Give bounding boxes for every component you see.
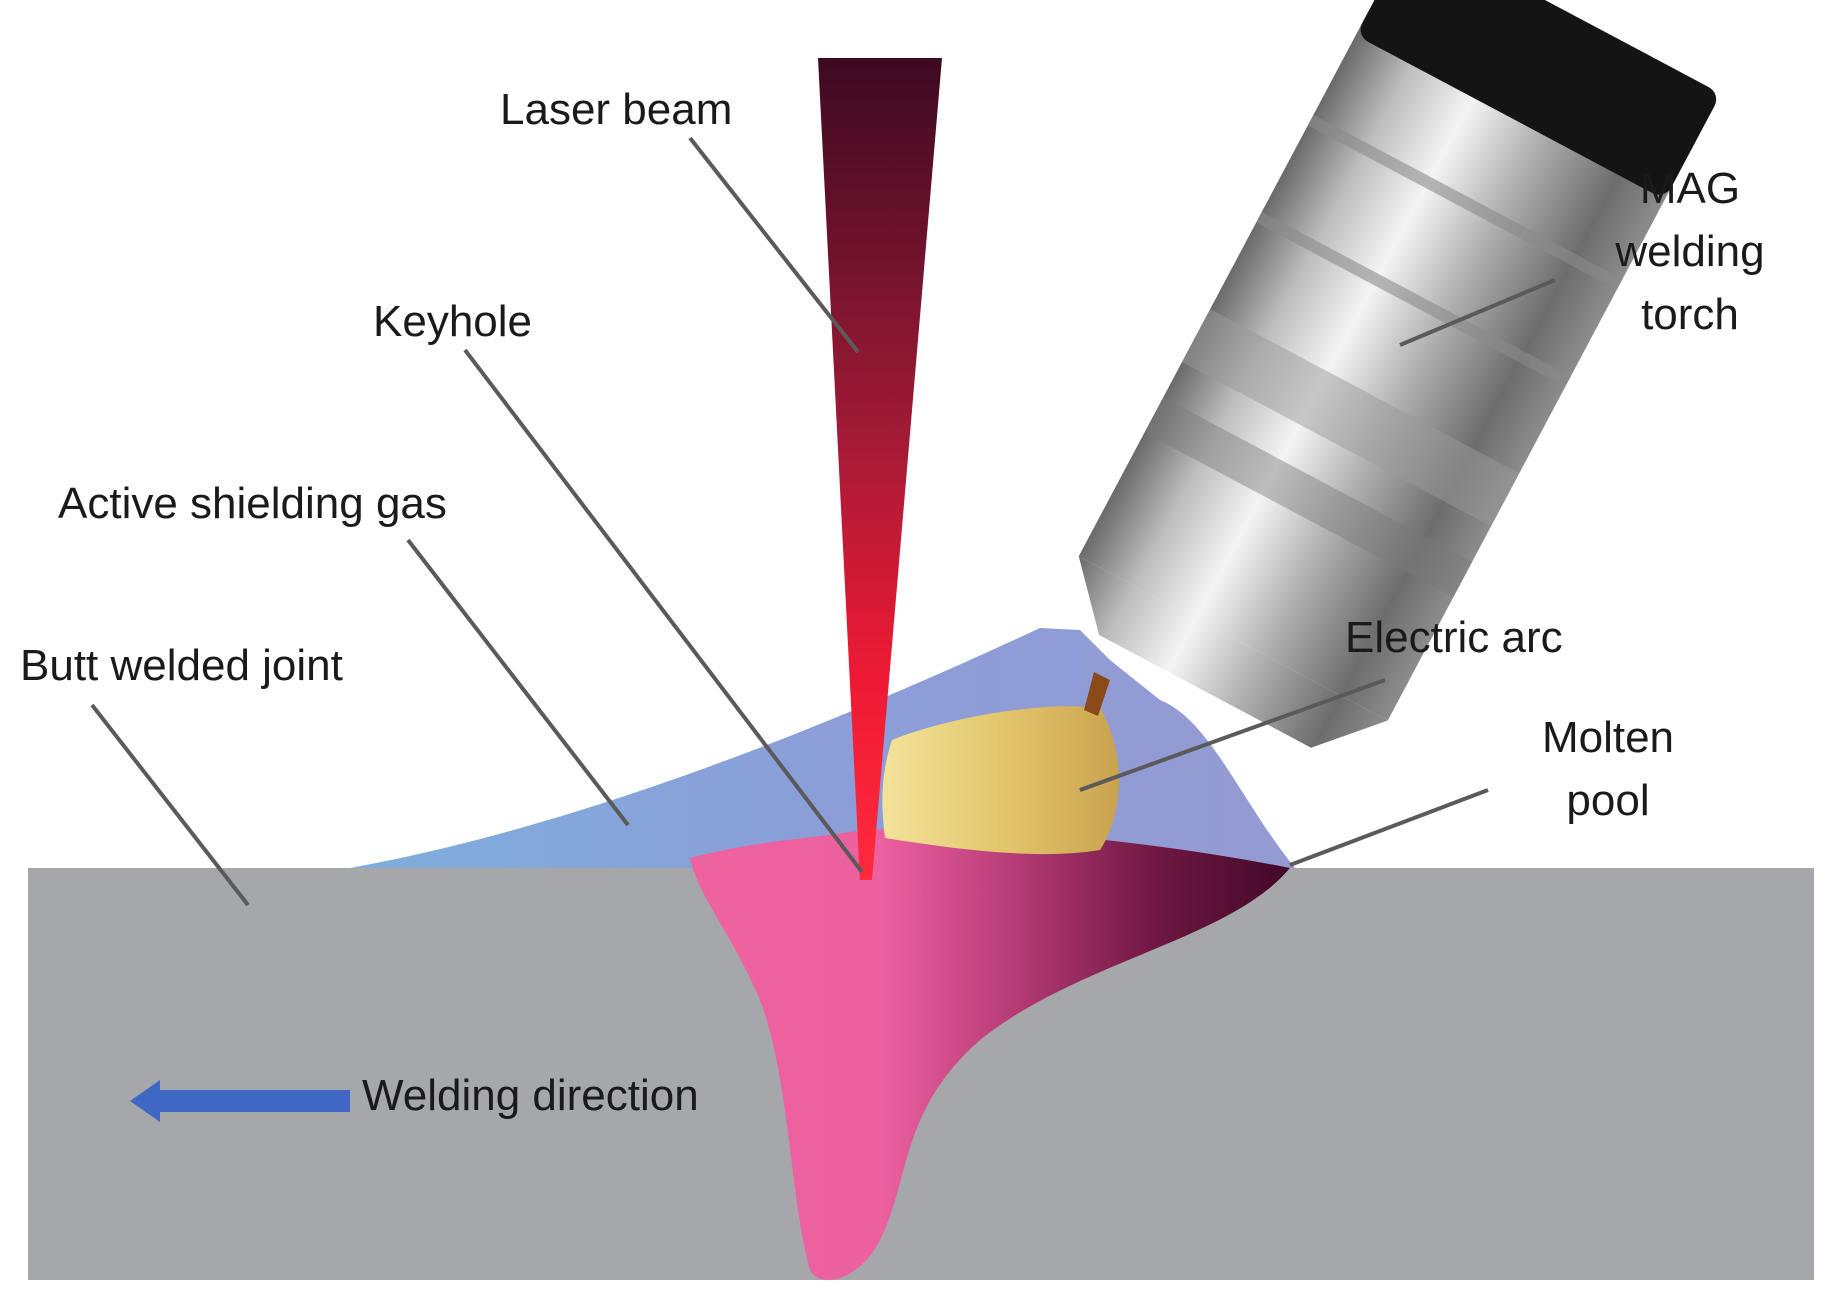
laser-beam-label: Laser beam [500,85,732,134]
electric-arc-leader [1079,678,1386,792]
molten-pool-leader [1289,788,1489,867]
welding-direction-label: Welding direction [362,1071,699,1120]
mag-torch-label-line3: torch [1641,290,1739,339]
shielding-gas-label: Active shielding gas [58,479,447,528]
butt-joint-leader [90,703,250,907]
mag-torch-leader [1399,278,1556,347]
molten-pool-label-line1: Molten [1542,713,1674,762]
mag-torch-label-line1: MAG [1640,164,1740,213]
molten-pool-label-line2: pool [1566,776,1649,825]
mag-torch-label-line2: welding [1614,227,1764,276]
electric-arc [882,706,1119,855]
keyhole-label: Keyhole [373,297,532,346]
welding-direction-arrow [130,1080,350,1122]
electric-arc-label: Electric arc [1345,613,1563,662]
laser-beam-leader [688,136,860,354]
butt-joint-label: Butt welded joint [20,641,343,690]
molten-pool [690,828,1290,1280]
mag-welding-torch [1078,0,1717,748]
shielding-gas [350,628,1295,868]
keyhole-leader [463,348,864,874]
torch-cap [1360,0,1717,195]
shielding-gas-leader [406,538,630,827]
wire-electrode [1084,672,1110,716]
laser-beam [818,58,942,880]
